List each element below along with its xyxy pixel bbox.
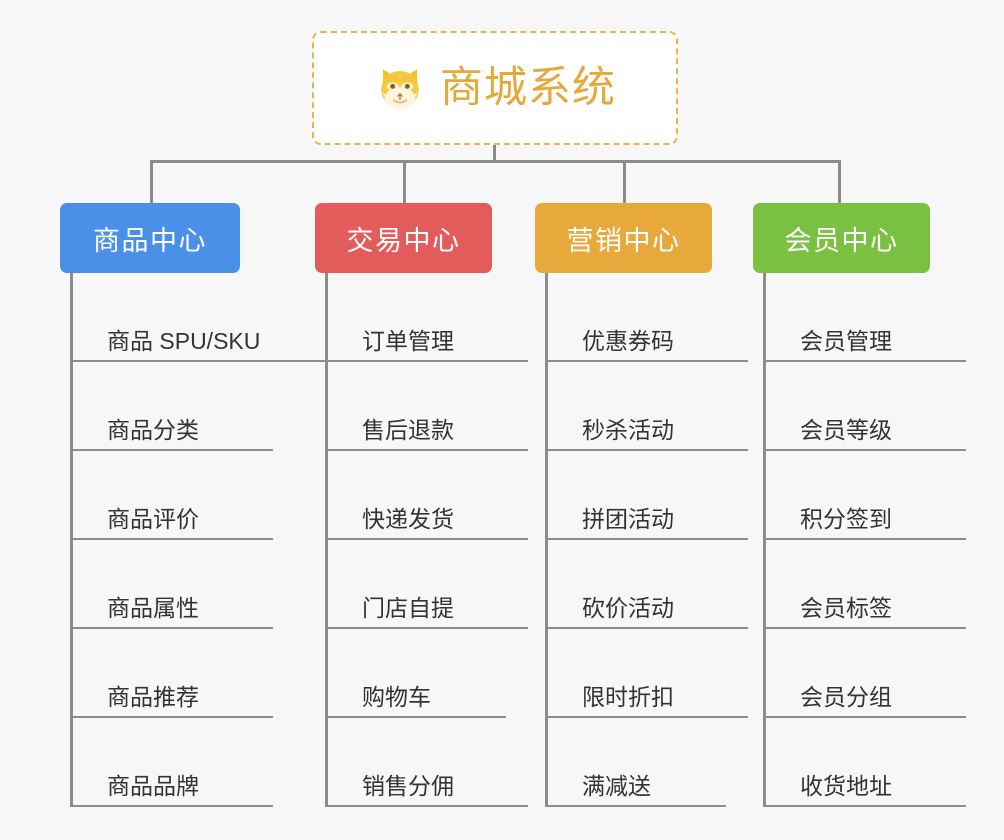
leaf-underline: 拼团活动 <box>548 506 748 540</box>
leaf-item-label: 商品品牌 <box>107 772 199 799</box>
leaf-item-label: 商品推荐 <box>107 683 199 710</box>
branch-trunk-marketing-center <box>545 273 548 807</box>
leaf-item-label: 商品分类 <box>107 416 199 443</box>
leaf-item-label: 拼团活动 <box>582 505 674 532</box>
branch-marketing-center: 营销中心优惠券码秒杀活动拼团活动砍价活动限时折扣满减送 <box>535 203 748 807</box>
connector-drop-marketing-center <box>623 160 626 205</box>
leaf-underline: 订单管理 <box>328 328 528 362</box>
branch-product-center: 商品中心商品 SPU/SKU 商品分类商品评价商品属性商品推荐商品品牌 <box>60 203 329 807</box>
leaf-item-label: 商品属性 <box>107 594 199 621</box>
branch-header-member-center[interactable]: 会员中心 <box>753 203 930 273</box>
branch-header-label: 营销中心 <box>566 225 681 256</box>
shiba-dog-face-icon <box>374 62 426 114</box>
root-node[interactable]: 商城系统 <box>312 31 678 145</box>
leaf-item-label: 优惠券码 <box>582 327 674 354</box>
leaf-underline: 会员标签 <box>766 595 966 629</box>
connector-drop-product-center <box>150 160 153 205</box>
leaf-underline: 砍价活动 <box>548 595 748 629</box>
branch-header-product-center[interactable]: 商品中心 <box>60 203 240 273</box>
branch-header-label: 交易中心 <box>346 225 461 256</box>
leaf-item-label: 会员等级 <box>800 416 892 443</box>
leaf-item-label: 会员管理 <box>800 327 892 354</box>
branch-member-center: 会员中心会员管理会员等级积分签到会员标签会员分组收货地址 <box>753 203 966 807</box>
leaf-underline: 购物车 <box>328 684 506 718</box>
leaf-underline: 商品 SPU/SKU <box>73 328 329 362</box>
leaf-underline: 收货地址 <box>766 773 966 807</box>
branch-trade-center: 交易中心订单管理售后退款快递发货门店自提购物车销售分佣 <box>315 203 528 807</box>
leaf-underline: 门店自提 <box>328 595 528 629</box>
leaf-underline: 商品分类 <box>73 417 273 451</box>
leaf-item-label: 积分签到 <box>800 505 892 532</box>
leaf-item-label: 会员标签 <box>800 594 892 621</box>
root-title: 商城系统 <box>440 63 616 112</box>
leaf-item-label: 商品 SPU/SKU <box>107 327 261 354</box>
connector-horizontal-bus <box>150 160 840 163</box>
leaf-item-label: 订单管理 <box>362 327 454 354</box>
branch-trunk-trade-center <box>325 273 328 807</box>
leaf-underline: 商品推荐 <box>73 684 273 718</box>
connector-drop-member-center <box>838 160 841 205</box>
leaf-underline: 积分签到 <box>766 506 966 540</box>
leaf-item-label: 砍价活动 <box>582 594 674 621</box>
leaf-underline: 快递发货 <box>328 506 528 540</box>
branch-header-label: 商品中心 <box>93 225 207 256</box>
leaf-item-label: 商品评价 <box>107 505 199 532</box>
leaf-item-label: 收货地址 <box>800 772 892 799</box>
leaf-item-label: 秒杀活动 <box>582 416 674 443</box>
leaf-underline: 会员分组 <box>766 684 966 718</box>
leaf-underline: 商品评价 <box>73 506 273 540</box>
leaf-underline: 商品品牌 <box>73 773 273 807</box>
leaf-underline: 会员管理 <box>766 328 966 362</box>
leaf-item-label: 销售分佣 <box>362 772 454 799</box>
leaf-underline: 商品属性 <box>73 595 273 629</box>
leaf-underline: 秒杀活动 <box>548 417 748 451</box>
connector-root-stem <box>493 145 496 163</box>
leaf-underline: 销售分佣 <box>328 773 528 807</box>
leaf-item-label: 满减送 <box>582 772 651 799</box>
leaf-underline: 优惠券码 <box>548 328 748 362</box>
leaf-item-label: 购物车 <box>362 683 431 710</box>
branch-header-marketing-center[interactable]: 营销中心 <box>535 203 712 273</box>
leaf-item-label: 售后退款 <box>362 416 454 443</box>
leaf-underline: 满减送 <box>548 773 726 807</box>
leaf-underline: 会员等级 <box>766 417 966 451</box>
branch-trunk-product-center <box>70 273 73 807</box>
leaf-item-label: 限时折扣 <box>582 683 674 710</box>
branch-trunk-member-center <box>763 273 766 807</box>
leaf-item-label: 快递发货 <box>362 505 454 532</box>
branch-header-label: 会员中心 <box>784 225 899 256</box>
leaf-underline: 售后退款 <box>328 417 528 451</box>
leaf-underline: 限时折扣 <box>548 684 748 718</box>
leaf-item-label: 会员分组 <box>800 683 892 710</box>
leaf-item-label: 门店自提 <box>362 594 454 621</box>
connector-drop-trade-center <box>403 160 406 205</box>
branch-header-trade-center[interactable]: 交易中心 <box>315 203 492 273</box>
